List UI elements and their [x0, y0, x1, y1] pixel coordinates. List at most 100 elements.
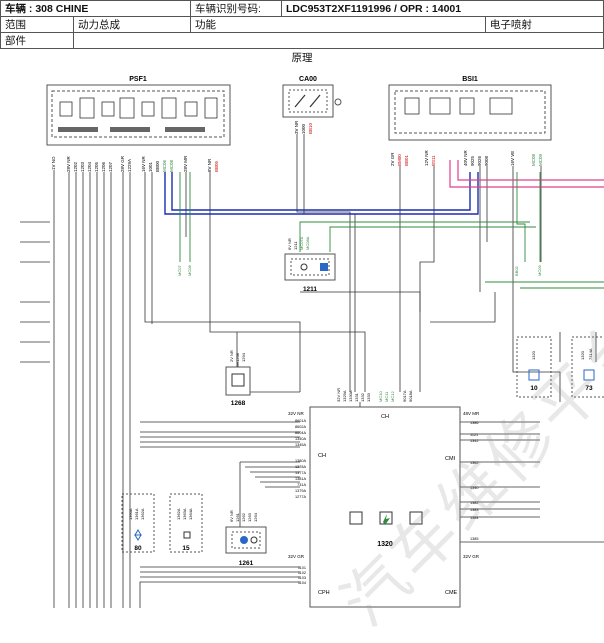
c1320-pin: 1383 [470, 508, 478, 512]
c1320-left-bottom: 32V GR [288, 554, 305, 559]
c1320-pin: 1340A [295, 437, 306, 441]
bsi1-pin: MC09 [538, 153, 543, 166]
wires-dark [20, 134, 604, 608]
c1320-pin: 1385 [470, 537, 478, 541]
psf1-pin: 1202 [73, 161, 78, 172]
c1320-pin: 1362 [470, 461, 478, 465]
c1261-pin: 1263 [247, 512, 252, 522]
psf1-pin: 1204 [87, 161, 92, 172]
psf1-pin: BB00 [155, 160, 160, 172]
bsi1-pin: 9025 [470, 155, 475, 166]
ca00-pin: 3V NR [294, 120, 299, 134]
component-10[interactable]: 10 [516, 336, 552, 398]
psf1-pin: 8V NR [207, 158, 212, 172]
c1320-bottom-left-pins: 1101 1102 1103 1104 [298, 566, 306, 585]
psf1-pin: 1V NO [51, 156, 56, 170]
c1320-top-pins: 32V NR 1329A 1330A 1331 1332 1333 MC10 M… [336, 388, 413, 402]
psf1-pin: 28V NR [66, 155, 71, 172]
parts-value-cell [73, 32, 604, 49]
c1320-pin: 1103 [298, 576, 306, 580]
wire-label: MC08 [187, 265, 192, 276]
c1211-pin: 1211 [293, 241, 298, 250]
c1320-pin: 1386 [470, 421, 478, 425]
c73-pin: 7314A [588, 348, 593, 360]
component-80[interactable]: 80 [121, 493, 155, 553]
psf1-pin: 1205 [94, 161, 99, 172]
c1320-right-bottom: 32V GR [463, 554, 480, 559]
c15-label: 15 [182, 545, 190, 552]
c1320-right-pins: 1386 1121 1342 1362 1340 1382 1383 1384 … [470, 421, 478, 541]
c1211-pin: 6V NR [287, 238, 292, 250]
bsi1-pin: BM00 [397, 154, 402, 166]
c1320-pin: MC12 [390, 391, 395, 402]
psf1-bottom-labels: MC07 MC08 BB02 MC09 [177, 265, 542, 276]
wire-label: MC09 [537, 265, 542, 276]
psf1-pins: 1V NO 28V NR 1202 1203 1204 1205 1206 12… [51, 155, 219, 172]
component-73[interactable]: 73 [571, 336, 604, 398]
psf1-pin: 1229A [127, 159, 132, 172]
c1268-pins: 2V NR 1268 1294 [229, 350, 246, 362]
bsi1-pin: 2V GR [390, 152, 395, 166]
c1261-pins: 6V NR 1261 1262 1263 1264 [229, 510, 258, 522]
bsi1-pin: BS11 [431, 155, 436, 166]
c1268-pin: 1268 [235, 352, 240, 362]
bsi1-pin: 12V NR [424, 149, 429, 166]
c1320-pin: 731A [297, 483, 306, 487]
psf1-component[interactable]: PSF1 [46, 76, 231, 146]
c73-label: 73 [585, 385, 593, 392]
c1268-pin: 1294 [241, 352, 246, 362]
c1320-pin: 1277A [295, 495, 306, 499]
c1320-left-label: CH [318, 453, 326, 459]
component-1261[interactable]: 1261 [225, 526, 267, 567]
c15-pin: 1363A [182, 508, 187, 520]
bsi1-pin: MC08 [531, 153, 536, 166]
c1261-label: 1261 [239, 560, 254, 567]
page-title: 原理 [291, 52, 313, 64]
c1211-pin: MC08A [305, 236, 310, 250]
c80-pin: 1362A [140, 508, 145, 520]
component-1320[interactable]: CH CH CMI CME CPH 1320 [309, 406, 461, 608]
c1268-label: 1268 [231, 400, 246, 407]
ca00-component[interactable]: CA00 [282, 76, 342, 118]
c1320-pin: 1102 [298, 571, 306, 575]
c10-label: 10 [530, 385, 538, 392]
c80-pin: 1360A [128, 508, 133, 520]
c73-pin: 1320 [580, 350, 585, 360]
psf1-pin: 1001 [148, 161, 153, 172]
c1320-pin: MC10 [378, 391, 383, 402]
ca00-pin: BB10 [308, 122, 313, 134]
ca00-label: CA00 [299, 76, 317, 83]
c1320-left-pins: 8601A 8602A 8604A 1340A 1345A 1380A 1378… [295, 419, 306, 499]
c1320-pin: 1377A [295, 471, 306, 475]
component-15[interactable]: 15 [169, 493, 203, 553]
psf1-pin: 1207 [108, 161, 113, 172]
bsi1-component[interactable]: BSI1 [388, 76, 552, 141]
c1320-pin: 8601A [295, 419, 306, 423]
wire-label: MC07 [177, 265, 182, 276]
c80-pin: 1361A [134, 508, 139, 520]
parts-label-cell: 部件 [0, 32, 74, 49]
bsi1-pin: 16V VE [510, 151, 515, 166]
c1320-pin: 32V NR [336, 388, 341, 402]
c1320-pin: 1333 [366, 392, 371, 402]
c1320-pin: 1329A [342, 390, 347, 402]
component-1211[interactable]: 1211 [284, 253, 336, 293]
c1320-pin: 8604A [295, 431, 306, 435]
c1320-pin: 1331 [354, 392, 359, 402]
psf1-pin: 28V MR [183, 155, 188, 172]
psf1-pin: 28V GR [120, 155, 125, 172]
c1320-pin: 1342 [470, 439, 478, 443]
c1261-pin: 1262 [241, 512, 246, 522]
c1320-pin: 1340 [470, 486, 478, 490]
function-value-cell: 电子喷射 [484, 16, 604, 33]
psf1-pin: MC08 [169, 159, 174, 172]
c15-pins: 1362A 1363A 1364A [176, 508, 193, 520]
bsi1-pin: BB01 [404, 154, 409, 166]
wire-label: BB02 [514, 265, 519, 276]
component-1268[interactable]: 1268 [225, 366, 251, 407]
c1261-pin: 1261 [235, 512, 240, 522]
c15-pin: 1364A [188, 508, 193, 520]
wiring-diagram: PSF1 1V NO 28V NR 1202 1203 1204 1205 12… [20, 76, 604, 608]
c1320-pin: 1378A [295, 465, 306, 469]
bsi1-label: BSI1 [462, 76, 478, 83]
